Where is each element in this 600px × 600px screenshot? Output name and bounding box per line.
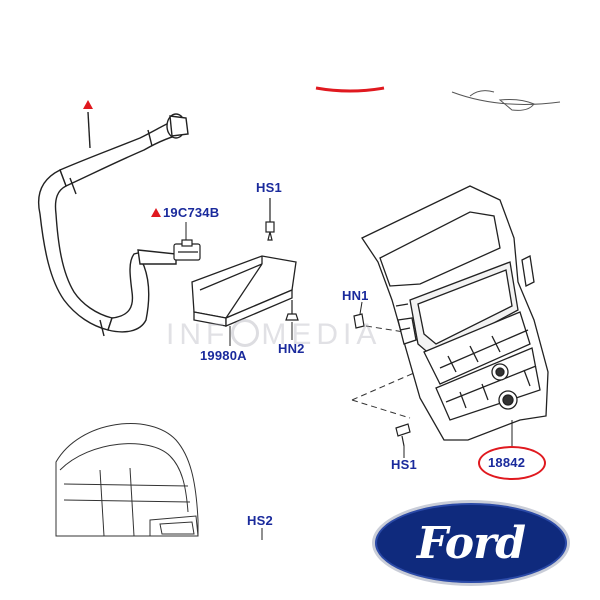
bezel-18842: [361, 185, 549, 441]
watermark-pre: INF: [166, 318, 230, 351]
ford-logo: Ford: [372, 500, 570, 586]
callout-hn2: HN2: [278, 341, 305, 356]
callout-hs1-bottom: HS1: [391, 457, 417, 472]
ford-logo-text: Ford: [416, 517, 526, 569]
watermark-o-icon: [231, 319, 260, 347]
callout-hn1: HN1: [342, 288, 369, 303]
leader-hn1: [359, 301, 363, 315]
callout-19c734b: 19C734B: [163, 205, 220, 220]
warning-triangle-icon: [83, 100, 93, 109]
watermark-post: MEDIA: [261, 318, 382, 351]
callout-19980a: 19980A: [200, 348, 247, 363]
center-console: [55, 423, 199, 537]
screw-hs1-top: [265, 198, 275, 241]
highlight-ring: [478, 446, 546, 480]
watermark: INF MEDIA: [166, 318, 381, 352]
callout-hs2: HS2: [247, 513, 273, 528]
connector-19c734b: [173, 239, 201, 261]
top-red-mark: [315, 86, 385, 93]
nut-hn1: [353, 313, 365, 329]
nut-hn2: [285, 300, 299, 321]
screw-hs1-bottom: [395, 423, 411, 447]
warning-triangle-icon: [151, 208, 161, 217]
wiring-harness: [37, 111, 189, 337]
dashboard-outline-top-right: [451, 90, 561, 111]
callout-hs1-top: HS1: [256, 180, 282, 195]
module-19980a: [191, 255, 297, 327]
